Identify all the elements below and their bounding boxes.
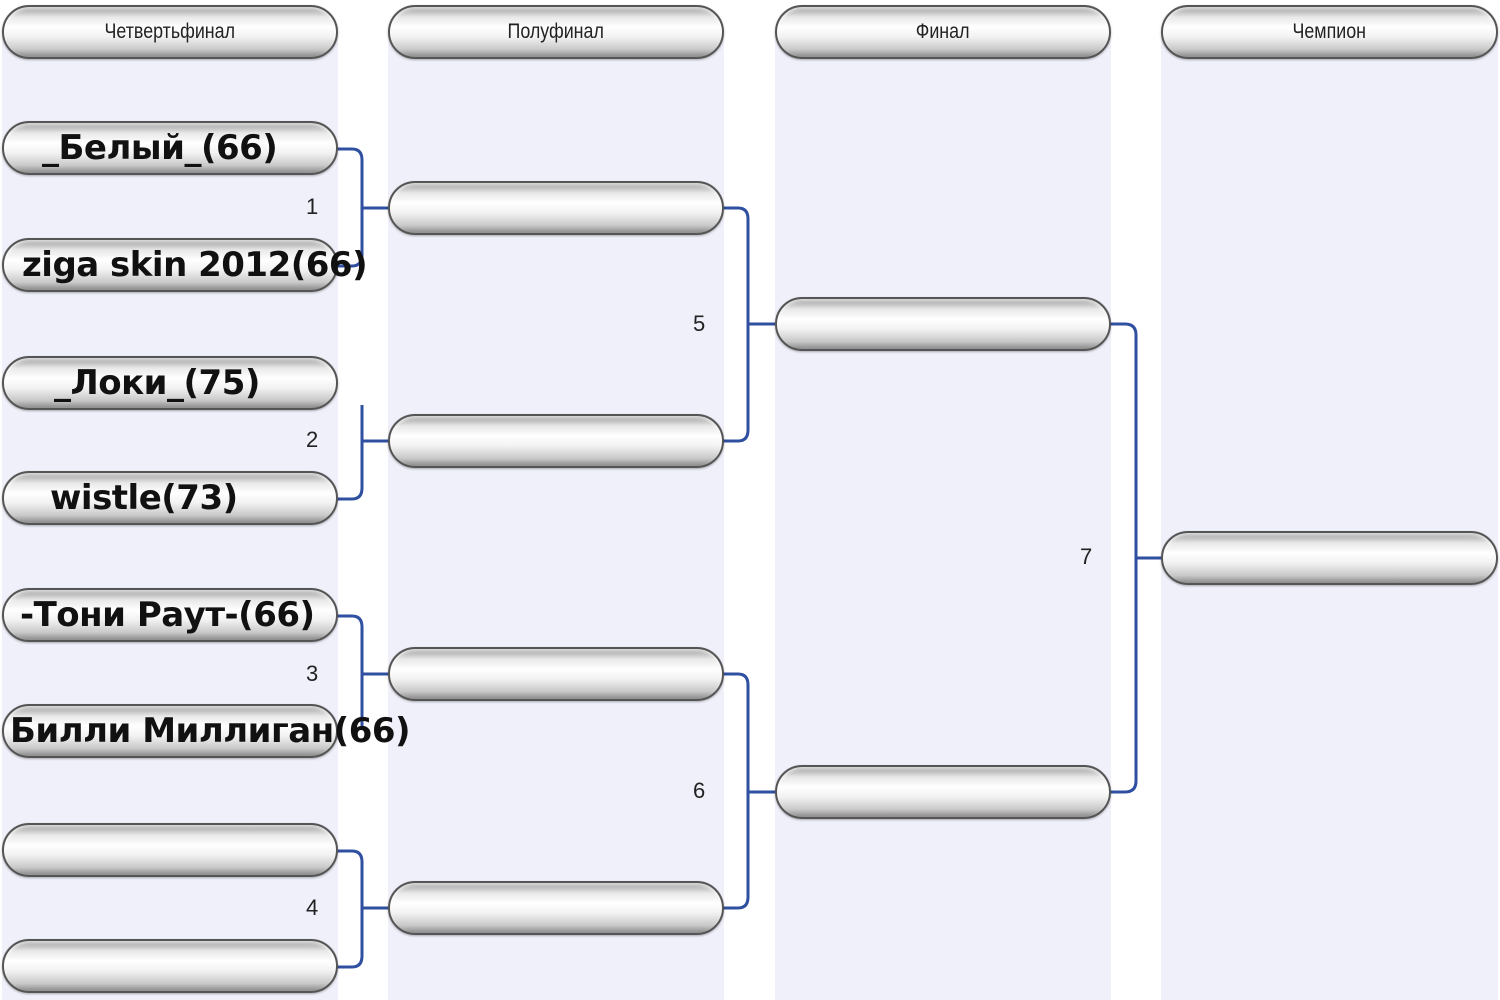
- qf-slot-8[interactable]: [2, 939, 338, 993]
- header-final: Финал: [775, 5, 1111, 59]
- connector-match-4: [336, 849, 388, 969]
- match-number-2: 2: [306, 427, 319, 452]
- connector-match-6: [722, 672, 775, 910]
- qf-slot-5[interactable]: -Тони Раут-(66): [2, 588, 338, 642]
- connector-match-2: [336, 405, 388, 501]
- connector-match-1: [336, 147, 388, 268]
- qf-slot-3[interactable]: _Локи_(75): [2, 356, 338, 410]
- sf-slot-2[interactable]: [388, 414, 724, 468]
- champion-slot[interactable]: [1161, 531, 1498, 585]
- match-number-5: 5: [693, 311, 706, 336]
- column-final-bg: [775, 30, 1111, 1000]
- connector-match-5: [722, 206, 775, 443]
- sf-slot-1[interactable]: [388, 181, 724, 235]
- final-slot-2[interactable]: [775, 765, 1111, 819]
- match-number-4: 4: [306, 895, 319, 920]
- match-number-6: 6: [693, 778, 706, 803]
- header-quarterfinal: Четвертьфинал: [2, 5, 338, 59]
- qf-slot-2[interactable]: ziga skin 2012(66): [2, 238, 368, 292]
- match-number-3: 3: [306, 661, 319, 686]
- column-champion-bg: [1161, 30, 1498, 1000]
- final-slot-1[interactable]: [775, 297, 1111, 351]
- match-number-1: 1: [306, 194, 319, 219]
- connector-match-7: [1108, 322, 1161, 794]
- header-label: Финал: [916, 20, 970, 43]
- connector-match-3: [336, 614, 388, 727]
- sf-slot-4[interactable]: [388, 881, 724, 935]
- header-label: Четвертьфинал: [104, 20, 236, 43]
- header-label: Полуфинал: [507, 20, 605, 43]
- qf-slot-6[interactable]: Билли Миллиган(66): [2, 704, 411, 758]
- sf-slot-3[interactable]: [388, 647, 724, 701]
- qf-slot-7[interactable]: [2, 823, 338, 877]
- header-semifinal: Полуфинал: [388, 5, 724, 59]
- header-champion: Чемпион: [1161, 5, 1498, 59]
- match-number-7: 7: [1080, 544, 1093, 569]
- qf-slot-4[interactable]: wistle(73): [2, 471, 338, 525]
- qf-slot-1[interactable]: _Белый_(66): [2, 121, 338, 175]
- header-label: Чемпион: [1292, 20, 1367, 43]
